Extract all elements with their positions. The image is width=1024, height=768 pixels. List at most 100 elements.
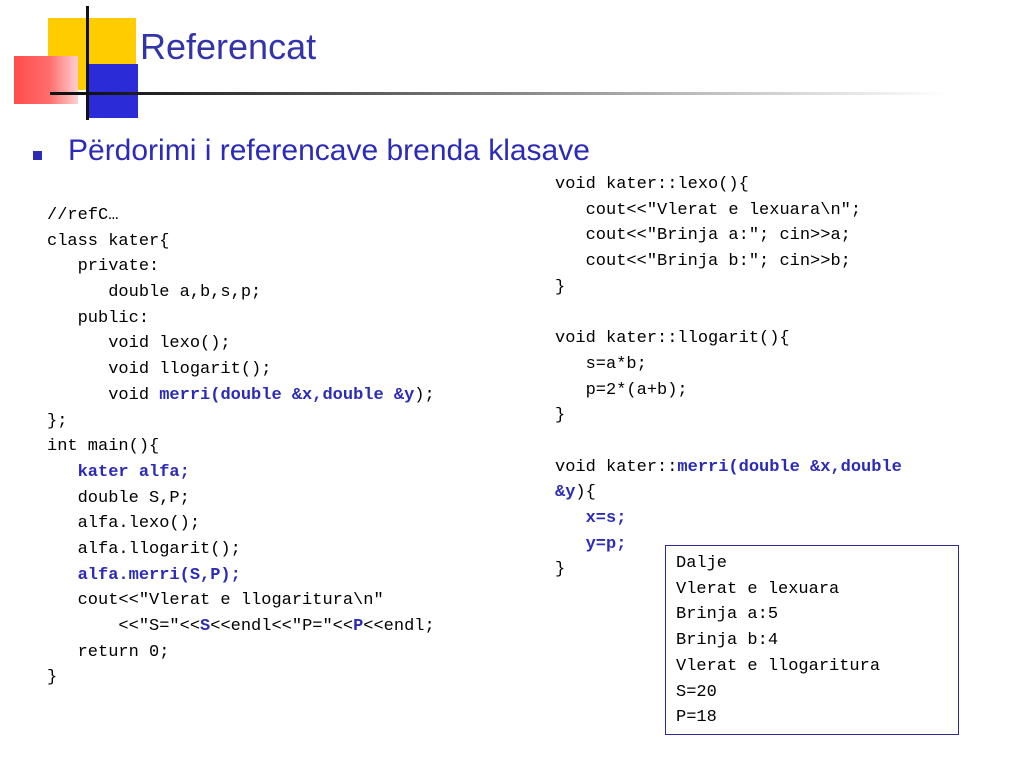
title-underline [88, 92, 948, 95]
code-highlight: alfa.merri(S,P); [77, 565, 241, 585]
code-text [47, 591, 78, 610]
code-text: void [108, 385, 160, 405]
code-text [555, 226, 586, 245]
code-line: } [555, 403, 902, 429]
code-line: double S,P; [47, 486, 435, 512]
code-text [47, 360, 108, 379]
code-line: void kater::merri(double &x,double [555, 455, 902, 481]
code-text [555, 201, 586, 220]
code-highlight: merri(double &x,double [677, 457, 902, 477]
code-text: int main(){ [47, 437, 160, 457]
code-line: &y){ [555, 480, 902, 506]
code-text [47, 566, 78, 585]
code-line: void merri(double &x,double &y); [47, 383, 435, 409]
code-text: double a,b,s,p; [108, 283, 262, 303]
code-line: void lexo(); [47, 331, 435, 357]
code-text: cout<<"Vlerat e lexuara\n"; [585, 200, 862, 220]
code-line: void kater::llogarit(){ [555, 326, 902, 352]
code-text [47, 334, 108, 353]
code-line: x=s; [555, 506, 902, 532]
code-text [47, 386, 108, 405]
output-line: P=18 [676, 708, 717, 728]
code-text: void kater::llogarit(){ [555, 329, 790, 349]
code-highlight: S [200, 617, 211, 636]
code-text: void kater:: [555, 457, 678, 477]
code-line: y=p; [555, 532, 902, 558]
code-text: //refC… [47, 206, 119, 225]
code-text: private: [77, 257, 160, 277]
code-highlight: &y [555, 483, 576, 503]
code-line: class kater{ [47, 229, 435, 255]
bullet-text: Përdorimi i referencave brenda klasave [68, 134, 590, 167]
code-text [555, 252, 586, 271]
code-line: } [555, 557, 902, 583]
code-line: //refC… [47, 203, 435, 229]
slide-logo [0, 0, 150, 130]
code-block-left: //refC… class kater{ private: double a,b,… [47, 203, 435, 691]
code-text [47, 257, 78, 276]
code-text [47, 463, 78, 482]
code-text: } [47, 668, 58, 688]
code-line: public: [47, 306, 435, 332]
code-line: alfa.llogarit(); [47, 537, 435, 563]
code-text: double S,P; [77, 488, 190, 508]
code-highlight: P [353, 617, 364, 636]
code-text: s=a*b; [585, 354, 647, 374]
code-text: cout<<"Vlerat e llogaritura\n" [77, 591, 384, 611]
code-text: return 0; [77, 642, 170, 662]
output-line: Brinja b:4 [676, 631, 779, 651]
code-line: }; [47, 409, 435, 435]
code-line: cout<<"Brinja a:"; cin>>a; [555, 223, 902, 249]
code-text [47, 514, 78, 533]
code-text: } [555, 277, 566, 297]
code-text: class kater{ [47, 231, 170, 251]
bullet-square-icon [33, 151, 42, 160]
output-line: S=20 [676, 682, 717, 702]
code-text: cout<<"Brinja a:"; cin>>a; [585, 226, 851, 246]
output-line: Dalje [676, 554, 728, 573]
code-highlight: kater alfa; [77, 462, 190, 482]
code-block-right: void kater::lexo(){ cout<<"Vlerat e lexu… [555, 172, 902, 583]
logo-vertical-line [86, 6, 89, 120]
code-line [555, 429, 902, 455]
code-line: double a,b,s,p; [47, 280, 435, 306]
code-text [47, 309, 78, 328]
code-text: void llogarit(); [108, 360, 272, 380]
code-line: } [47, 665, 435, 691]
code-line: kater alfa; [47, 460, 435, 486]
code-text: void kater::lexo(){ [555, 175, 749, 194]
code-line: alfa.merri(S,P); [47, 563, 435, 589]
code-text [555, 535, 586, 554]
code-text [555, 355, 586, 374]
code-text [47, 617, 118, 636]
code-line: cout<<"Vlerat e lexuara\n"; [555, 198, 902, 224]
code-text [555, 509, 586, 528]
output-line: Vlerat e llogaritura [676, 656, 881, 676]
code-line: } [555, 275, 902, 301]
code-highlight: x=s; [585, 508, 627, 528]
code-line: int main(){ [47, 434, 435, 460]
logo-blue-square [88, 64, 138, 118]
output-line: Brinja a:5 [676, 605, 779, 625]
logo-red-square [14, 56, 78, 104]
code-line: p=2*(a+b); [555, 378, 902, 404]
code-text [47, 540, 78, 559]
code-line: cout<<"Vlerat e llogaritura\n" [47, 588, 435, 614]
code-text: }; [47, 411, 68, 431]
output-line: Vlerat e lexuara [676, 579, 840, 599]
code-text: alfa.lexo(); [77, 514, 201, 534]
code-text: <<endl; [363, 617, 435, 636]
code-highlight: merri(double &x,double &y [159, 385, 415, 405]
code-text: void lexo(); [108, 334, 231, 354]
code-text: <<endl<<"P="<< [210, 617, 354, 636]
code-text [47, 283, 108, 302]
code-highlight: y=p; [585, 534, 627, 554]
code-text [47, 643, 78, 662]
code-text: p=2*(a+b); [585, 380, 688, 400]
code-line: void kater::lexo(){ [555, 172, 902, 198]
code-text: <<"S="<< [118, 617, 201, 636]
code-line: private: [47, 254, 435, 280]
code-line: void llogarit(); [47, 357, 435, 383]
code-text [47, 489, 78, 508]
